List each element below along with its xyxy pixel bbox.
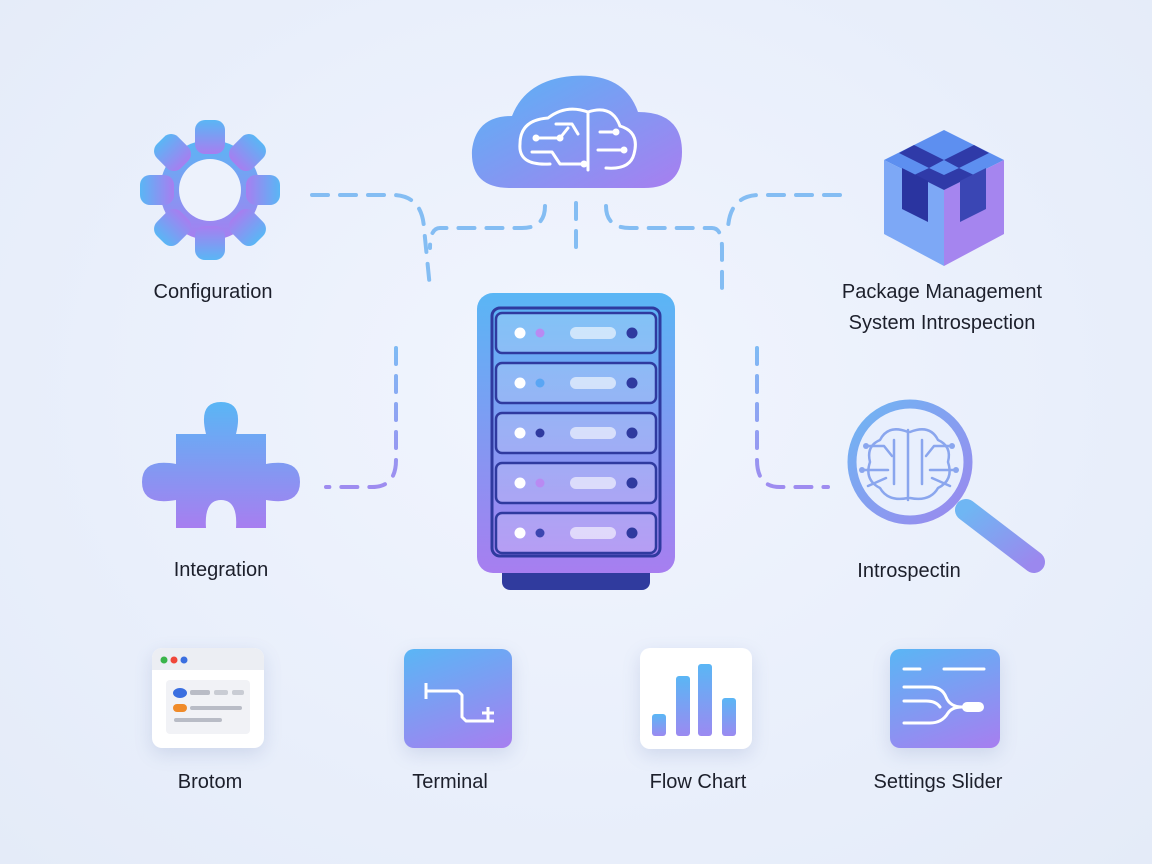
app-flow-chart-tile[interactable] bbox=[640, 648, 752, 749]
settings-slider-icon bbox=[902, 667, 986, 725]
connector-introspection-server bbox=[755, 346, 830, 489]
server-units bbox=[494, 311, 658, 555]
connector-lines bbox=[310, 193, 842, 489]
cloud-brain-icon bbox=[471, 75, 682, 188]
connector-configuration-server bbox=[310, 193, 432, 290]
bar-chart-icon bbox=[652, 664, 736, 736]
gear-icon bbox=[140, 120, 280, 260]
magnifier-brain-icon bbox=[847, 399, 1045, 573]
terminal-icon bbox=[424, 683, 494, 723]
browser-window-icon bbox=[152, 648, 264, 734]
puzzle-piece-icon bbox=[142, 402, 300, 528]
app-settings-slider-tile[interactable] bbox=[890, 649, 1000, 748]
connector-cloud-left bbox=[428, 204, 547, 250]
package-label-line2: System Introspection bbox=[848, 312, 1036, 334]
app-settings-slider-label: Settings Slider bbox=[873, 771, 1003, 793]
app-brotom-tile[interactable] bbox=[152, 648, 264, 748]
package-label-line1: Package Management bbox=[841, 281, 1043, 303]
introspection-label: Introspectin bbox=[857, 560, 961, 582]
package-cube-icon bbox=[884, 130, 1004, 266]
package-management-label: Package Management System Introspection bbox=[842, 277, 1042, 339]
connector-cloud-right bbox=[604, 204, 724, 290]
server-unit bbox=[494, 311, 658, 355]
configuration-label: Configuration bbox=[153, 281, 273, 303]
app-brotom-label: Brotom bbox=[177, 771, 243, 793]
connector-integration-server bbox=[324, 346, 398, 489]
server-unit bbox=[494, 411, 658, 455]
app-terminal-label: Terminal bbox=[412, 771, 488, 793]
integration-label: Integration bbox=[173, 559, 269, 581]
connector-package-server bbox=[726, 193, 842, 230]
server-unit bbox=[494, 361, 658, 405]
app-flow-chart-label: Flow Chart bbox=[649, 771, 747, 793]
app-terminal-tile[interactable] bbox=[404, 649, 512, 748]
server-unit bbox=[494, 461, 658, 505]
server-unit bbox=[494, 511, 658, 555]
